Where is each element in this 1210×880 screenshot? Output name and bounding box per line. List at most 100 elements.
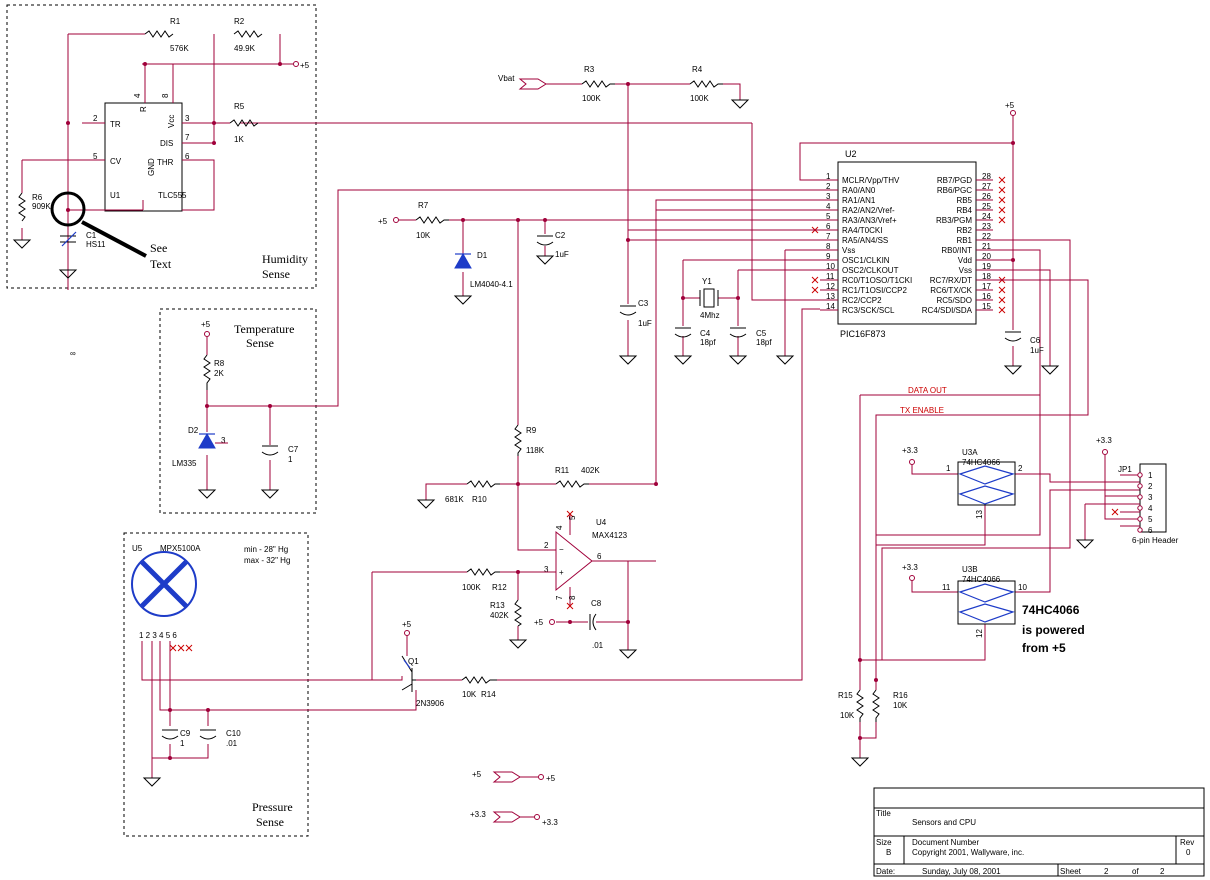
humidity-title-2: Sense: [262, 267, 290, 281]
u2-right-pin-label: RB0/INT: [941, 246, 972, 255]
r4-value: 100K: [690, 94, 709, 103]
vbat-label: Vbat: [498, 74, 515, 83]
jp1-pins: 5: [1148, 515, 1153, 524]
r15-value: 10K: [840, 711, 855, 720]
rail-plus5-u2: +5: [1005, 101, 1015, 110]
u2-right-pin-label: Vdd: [958, 256, 972, 265]
jp1-pins: 6: [1148, 526, 1153, 535]
r12-ref: R12: [492, 583, 507, 592]
r8-value: 2K: [214, 369, 224, 378]
q1-stage: +5 Q1 2N3906 10K R14: [401, 308, 820, 708]
u2-right-pin-number: 17: [982, 282, 991, 291]
c8-capacitor: [589, 613, 597, 631]
r10-resistor: [466, 480, 500, 488]
u2-right-pin-number: 23: [982, 222, 991, 231]
u2-left-pin-number: 7: [826, 232, 831, 241]
q1-value: 2N3906: [416, 699, 445, 708]
u3a-pin: 13: [975, 510, 984, 519]
jp1-pins: 3: [1148, 493, 1153, 502]
u4-ref: U4: [596, 518, 607, 527]
u4-minus: −: [559, 545, 564, 554]
r11-value: 402K: [581, 466, 600, 475]
jp1-pins: 4: [1148, 504, 1153, 513]
humidity-sense: TR CV DIS THR GND Vcc R U1 TLC555 2 5 3 …: [12, 17, 752, 290]
r10-ref: R10: [472, 495, 487, 504]
humidity-title: Humidity: [262, 252, 308, 266]
c5-value: 18pf: [756, 338, 772, 347]
q1-ref: Q1: [408, 657, 419, 666]
c5-capacitor: [729, 327, 747, 338]
u2-right-pin-number: 26: [982, 192, 991, 201]
u2-left-pins: MCLR/Vpp/THV1RA0/AN02RA1/AN13RA2/AN2/Vre…: [811, 172, 912, 315]
u3b-pin: 11: [942, 583, 951, 592]
c10-capacitor: [199, 729, 217, 740]
rail-plus5-r2: +5: [300, 61, 310, 70]
c4-capacitor: [674, 327, 692, 338]
u2-left-pin-number: 10: [826, 262, 835, 271]
d1-zener: [454, 252, 472, 269]
of-value: 2: [1160, 867, 1165, 876]
jp1-pin-circle: [1137, 516, 1143, 522]
r5-value: 1K: [234, 135, 244, 144]
title-block: Title Sensors and CPU Size B Document Nu…: [873, 787, 1205, 877]
jp1-value: 6-pin Header: [1132, 536, 1179, 545]
u2-left-pin-number: 12: [826, 282, 835, 291]
pullups: R15 10K R16 10K: [838, 658, 908, 767]
rail-plus5-r8: +5: [201, 320, 211, 329]
u5-ref: U5: [132, 544, 143, 553]
d2-zener: [198, 432, 216, 449]
r14-value: 10K: [462, 690, 477, 699]
u2-left-pin-label: RA2/AN2/Vref-: [842, 206, 895, 215]
magnifier-icon: [50, 191, 86, 227]
u2-right-pin-number: 25: [982, 202, 991, 211]
r7-ref: R7: [418, 201, 429, 210]
c2-capacitor: [536, 235, 554, 246]
c9-capacitor: [161, 729, 179, 740]
u3b-value: 74HC4066: [962, 575, 1001, 584]
u2-right-pin-label: RB2: [956, 226, 972, 235]
u3a-value: 74HC4066: [962, 458, 1001, 467]
u3b-switch: [957, 580, 1016, 625]
vbat-divider: Vbat R3 100K R4 100K C3 1uF: [498, 65, 1071, 660]
power-connectors: +5 +5 +3.3 +3.3: [470, 770, 558, 827]
u2-microcontroller: U2 PIC16F873 MCLR/Vpp/THV1RA0/AN02RA1/AN…: [628, 101, 1070, 680]
u3b-ref: U3B: [962, 565, 978, 574]
u1-pin-number: 3: [185, 114, 190, 123]
r11-ref: R11: [555, 466, 570, 475]
jp1-pin-circle: [1137, 483, 1143, 489]
pressure-max: max - 32" Hg: [244, 556, 290, 565]
u2-left-pin-label: RA3/AN3/Vref+: [842, 216, 897, 225]
u1-pin-cv: CV: [110, 157, 122, 166]
c3-capacitor: [619, 305, 637, 316]
u2-right-pin-number: 27: [982, 182, 991, 191]
humidity-block-border: [6, 4, 317, 289]
r1-value: 576K: [170, 44, 189, 53]
c5-ref: C5: [756, 329, 767, 338]
date-label: Date:: [876, 867, 895, 876]
r12-resistor: [466, 568, 500, 576]
u4-pin: 3: [544, 565, 549, 574]
u2-right-pin-number: 15: [982, 302, 991, 311]
u2-left-pin-number: 4: [826, 202, 831, 211]
u3b-pin: 10: [1018, 583, 1027, 592]
u2-left-pin-label: RC3/SCK/SCL: [842, 306, 895, 315]
u3a-pin: 2: [1018, 464, 1023, 473]
r3-ref: R3: [584, 65, 595, 74]
u1-pin-number: 5: [93, 152, 98, 161]
u1-pin-tr: TR: [110, 120, 121, 129]
r11-resistor: [555, 480, 589, 488]
u2-left-pin-label: Vss: [842, 246, 855, 255]
u4-pin: 8: [568, 595, 577, 600]
u1-pin-r: R: [139, 106, 148, 112]
jp1-pin-circle: [1137, 472, 1143, 478]
r12-value: 100K: [462, 583, 481, 592]
note-line-2: is powered: [1022, 623, 1085, 637]
c3-value: 1uF: [638, 319, 652, 328]
size-label: Size: [876, 838, 892, 847]
u2-left-pin-label: RC1/T1OSI/CCP2: [842, 286, 907, 295]
u2-left-pin-label: RA4/T0CKI: [842, 226, 882, 235]
u3a-ref: U3A: [962, 448, 978, 457]
r13-ref: R13: [490, 601, 505, 610]
u4-plus: +: [559, 568, 564, 577]
